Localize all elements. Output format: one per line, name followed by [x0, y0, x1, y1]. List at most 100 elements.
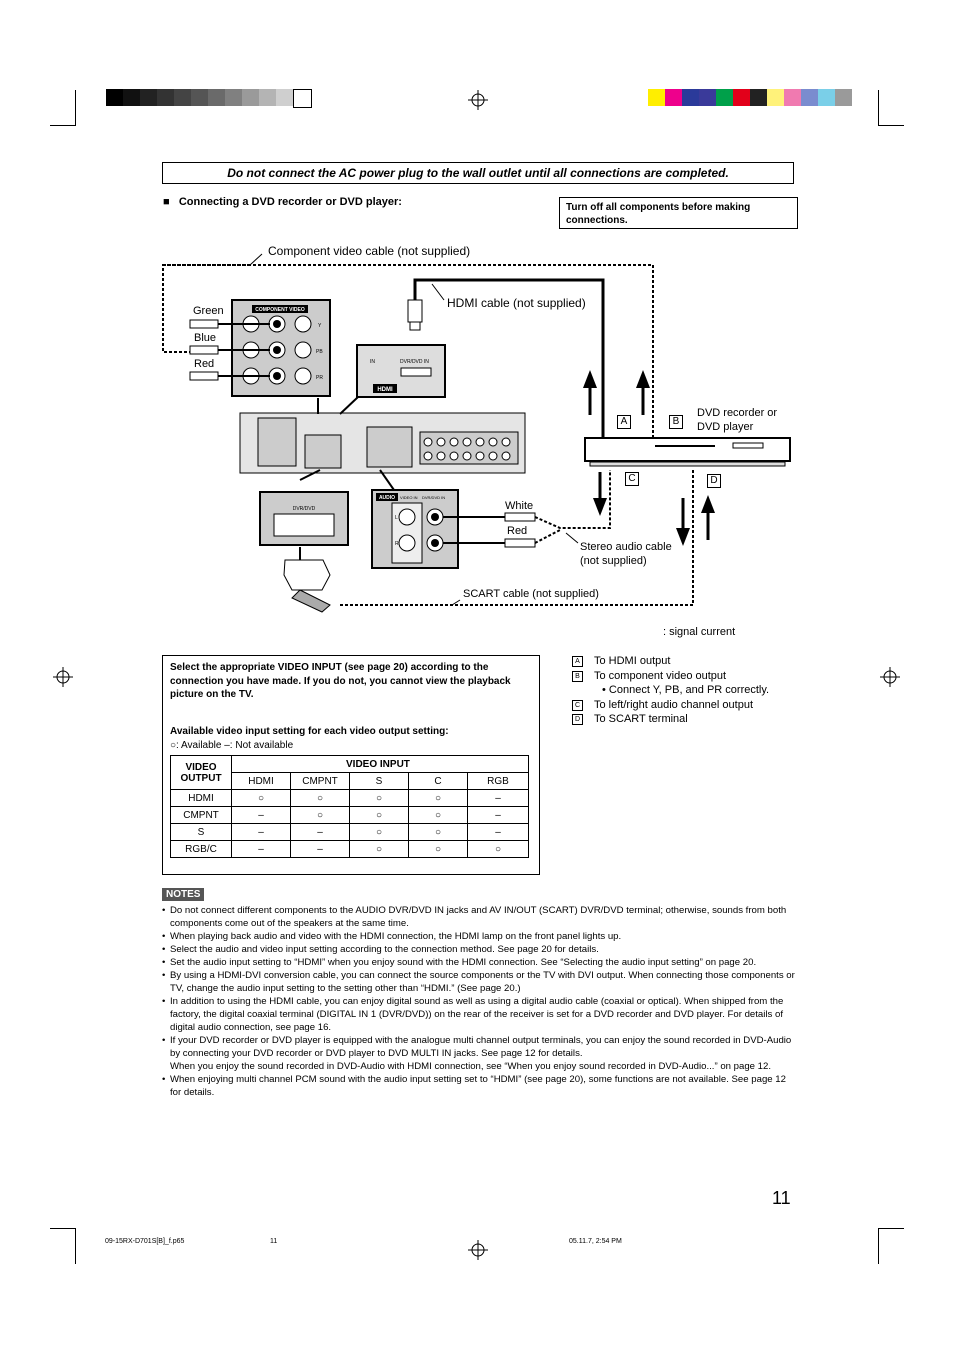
- row-label: RGB/C: [170, 840, 232, 858]
- note-item: In addition to using the HDMI cable, you…: [160, 995, 795, 1034]
- calibration-swatch: [699, 89, 716, 106]
- note-item: When enjoying multi channel PCM sound wi…: [160, 1073, 795, 1099]
- dvd-player-label: DVD recorder or DVD player: [697, 407, 778, 433]
- calibration-swatch: [157, 89, 174, 106]
- section-heading-text: Connecting a DVD recorder or DVD player:: [178, 196, 402, 208]
- component-cable-label: Component video cable (not supplied): [268, 244, 471, 258]
- table-cell: –: [467, 806, 529, 824]
- table-row: HDMI ○ ○ ○ ○ –: [170, 789, 529, 807]
- hdmi-panel-in-label: IN: [370, 359, 375, 365]
- crop-mark: [75, 1228, 76, 1264]
- available-legend: ○: Available –: Not available: [170, 740, 294, 751]
- key-c: C: [625, 472, 639, 486]
- table-cell: –: [231, 840, 291, 858]
- section-heading: ■ Connecting a DVD recorder or DVD playe…: [163, 196, 402, 208]
- note-item: Select the audio and video input setting…: [160, 943, 795, 956]
- table-cell: ○: [349, 840, 409, 858]
- note-item: By using a HDMI-DVI conversion cable, yo…: [160, 969, 795, 995]
- table-cell: ○: [231, 789, 291, 807]
- calibration-swatch: [682, 89, 699, 106]
- legend-item: • Connect Y, PB, and PR correctly.: [570, 683, 769, 698]
- white-label: White: [505, 500, 534, 512]
- pr-label: PR: [316, 375, 323, 381]
- legend-text: To component video output: [594, 669, 727, 682]
- row-label: HDMI: [170, 789, 232, 807]
- registration-target-icon: [468, 90, 488, 110]
- table-cell: –: [290, 823, 350, 841]
- legend-text: To HDMI output: [594, 655, 671, 667]
- column-header: S: [349, 772, 409, 790]
- note-item: When playing back audio and video with t…: [160, 930, 795, 943]
- pb-label: PB: [316, 349, 323, 355]
- connection-diagram: COMPONENT VIDEO Y PB PR IN DVR/DVD IN HD…: [162, 253, 791, 613]
- calibration-swatch: [801, 89, 818, 106]
- table-row: S – – ○ ○ –: [170, 823, 529, 841]
- footer-date: 05.11.7, 2:54 PM: [569, 1238, 622, 1245]
- legend-text: To SCART terminal: [594, 713, 688, 726]
- legend-key: A: [572, 656, 583, 667]
- table-header-row: VIDEO OUTPUT VIDEO INPUT: [170, 755, 529, 790]
- calibration-swatch: [716, 89, 733, 106]
- legend-item: D To SCART terminal: [570, 712, 769, 727]
- registration-target-icon: [468, 1240, 488, 1260]
- table-cell: ○: [408, 840, 468, 858]
- turn-off-note: Turn off all components before making co…: [559, 197, 798, 229]
- video-input-instruction: Select the appropriate VIDEO INPUT (see …: [170, 662, 511, 700]
- calibration-swatch: [225, 89, 242, 106]
- crop-mark: [878, 1228, 879, 1264]
- calibration-swatch: [818, 89, 835, 106]
- note-item: Set the audio input setting to “HDMI” wh…: [160, 956, 795, 969]
- legend-key: D: [572, 714, 583, 726]
- notes-list: Do not connect different components to t…: [160, 904, 795, 1099]
- blue-label: Blue: [194, 332, 217, 344]
- note-continuation: When you enjoy the sound recorded in DVD…: [170, 1061, 772, 1072]
- calibration-swatch: [784, 89, 801, 106]
- table-cell: ○: [408, 823, 468, 841]
- note-item: If your DVD recorder or DVD player is eq…: [160, 1034, 795, 1060]
- calibration-swatch: [276, 89, 293, 106]
- audio-l-label: L: [395, 515, 398, 521]
- legend-item: B To component video output: [570, 669, 769, 684]
- registration-target-icon: [53, 667, 73, 687]
- signal-current-label: : signal current: [663, 626, 736, 638]
- note-item: Do not connect different components to t…: [160, 904, 795, 930]
- column-header: C: [408, 772, 468, 790]
- calibration-swatch: [750, 89, 767, 106]
- crop-mark: [878, 125, 904, 126]
- registration-target-icon: [880, 667, 900, 687]
- legend-key: B: [572, 670, 583, 682]
- calibration-swatch: [648, 89, 665, 106]
- dvr-dvd-scart-label: DVR/DVD: [293, 506, 316, 512]
- table-cell: ○: [349, 823, 409, 841]
- scart-cable-label: SCART cable (not supplied): [463, 588, 599, 600]
- stereo-cable-label: Stereo audio cable (not supplied): [580, 541, 672, 567]
- table-cell: –: [290, 840, 350, 858]
- footer-file: 09-15RX-D701S[B]_f.p65: [105, 1238, 185, 1245]
- power-warning: Do not connect the AC power plug to the …: [162, 162, 794, 184]
- crop-mark: [878, 90, 879, 126]
- y-label: Y: [318, 323, 322, 329]
- calibration-swatch: [140, 89, 157, 106]
- legend-item: A To HDMI output: [570, 654, 769, 669]
- table-cell: ○: [290, 806, 350, 824]
- video-output-header: VIDEO OUTPUT: [170, 755, 232, 790]
- table-cell: ○: [467, 840, 529, 858]
- available-title: Available video input setting for each v…: [170, 726, 449, 737]
- table-cell: –: [467, 823, 529, 841]
- crop-mark: [50, 1228, 76, 1229]
- key-b: B: [669, 415, 683, 429]
- crop-mark: [75, 90, 76, 126]
- column-header: RGB: [467, 772, 529, 790]
- calibration-swatch: [259, 89, 276, 106]
- table-cell: ○: [408, 806, 468, 824]
- key-d: D: [707, 474, 721, 488]
- red-label: Red: [194, 358, 215, 370]
- crop-mark: [878, 1228, 904, 1229]
- legend-key: C: [572, 699, 583, 711]
- video-input-box: Select the appropriate VIDEO INPUT (see …: [162, 655, 540, 875]
- component-video-label: COMPONENT VIDEO: [255, 307, 305, 313]
- table-row: CMPNT – ○ ○ ○ –: [170, 806, 529, 824]
- table-cell: –: [231, 823, 291, 841]
- calibration-swatch: [293, 89, 312, 108]
